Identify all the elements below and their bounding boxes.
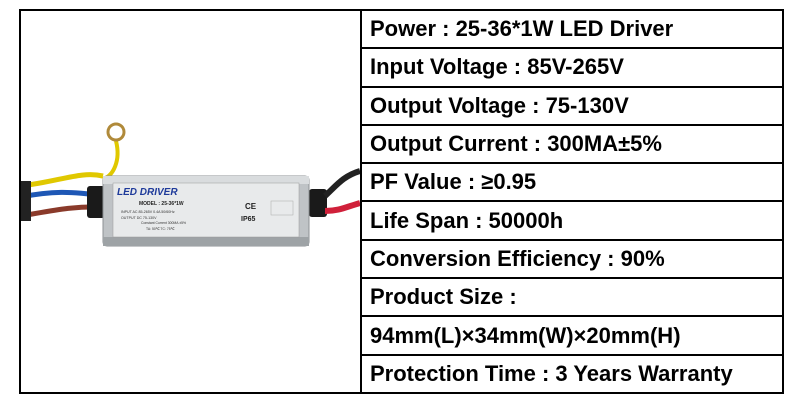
spec-power: Power : 25-36*1W LED Driver [362, 11, 782, 50]
spec-product-size-label: Product Size : [362, 279, 782, 318]
spec-warranty: Protection Time : 3 Years Warranty [370, 360, 733, 386]
ring-terminal [106, 122, 126, 142]
product-photo: LED DRIVER MODEL : 25-36*1W INPUT AC 85-… [21, 11, 362, 392]
ce-mark: CE [245, 202, 257, 211]
spec-product-size-value: 94mm(L)×34mm(W)×20mm(H) [362, 317, 782, 356]
spec-pf-value: PF Value : ≥0.95 [362, 164, 782, 203]
left-grommet [87, 186, 105, 218]
label-temp: TA: 50℃ TC: 75℃ [146, 227, 175, 231]
cable-stub [21, 181, 31, 221]
spec-input-voltage: Input Voltage : 85V-265V [362, 49, 782, 88]
spec-life-span: Life Span : 50000h [362, 202, 782, 241]
label-model: MODEL : 25-36*1W [139, 201, 184, 207]
yellow-wire-lead [102, 140, 120, 181]
led-driver-image: LED DRIVER MODEL : 25-36*1W INPUT AC 85-… [21, 122, 360, 247]
red-wire [324, 200, 360, 214]
label-input: INPUT AC 85-265V 0.4A 50/60Hz [121, 210, 175, 214]
yellow-wire [21, 172, 104, 189]
black-wire [322, 168, 360, 199]
spec-table: Power : 25-36*1W LED Driver Input Voltag… [362, 11, 782, 392]
right-grommet [309, 189, 327, 217]
label-current: Constant Current 300MA ±5% [141, 221, 186, 225]
spec-efficiency: Conversion Efficiency : 90% [362, 241, 782, 280]
ip-rating: IP65 [241, 216, 256, 223]
spec-sheet: LED DRIVER MODEL : 25-36*1W INPUT AC 85-… [19, 9, 784, 394]
spec-output-current: Output Current : 300MA±5% [362, 126, 782, 165]
label-output: OUTPUT DC 75-130V [121, 216, 157, 220]
product-label [112, 182, 300, 238]
cert-icons [270, 200, 294, 216]
spec-output-voltage: Output Voltage : 75-130V [362, 88, 782, 126]
label-title: LED DRIVER [117, 187, 178, 198]
